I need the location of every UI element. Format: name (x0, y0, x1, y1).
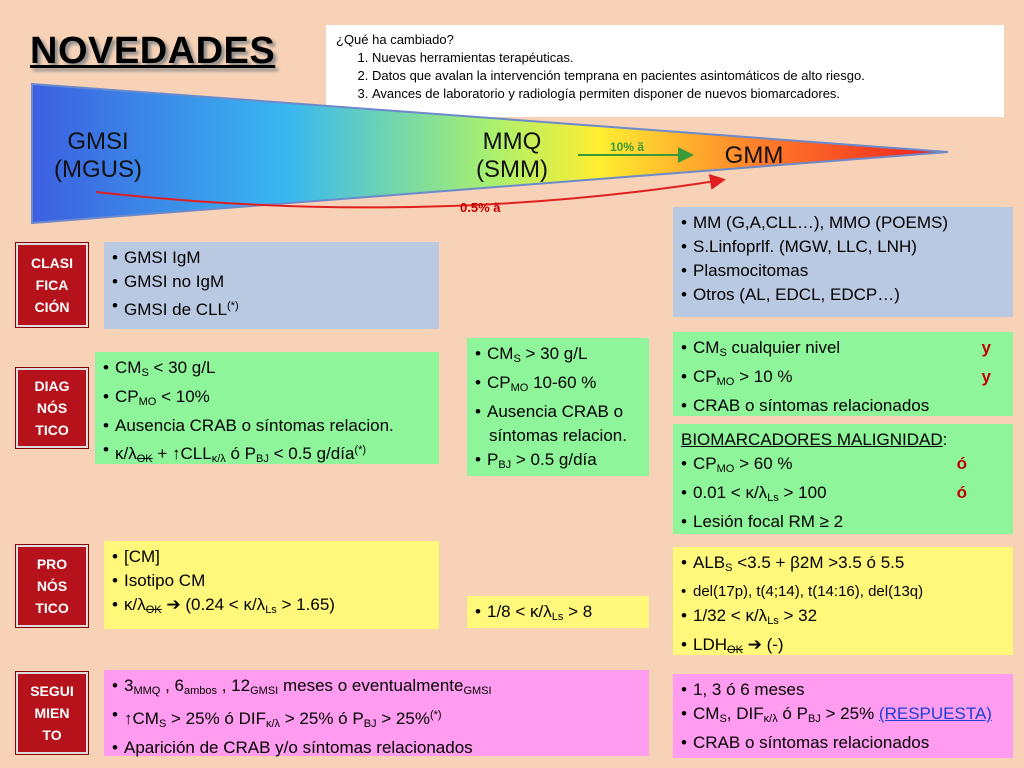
wedge-shape (31, 82, 949, 225)
list-item: CMS, DIFκ/λ ó PBJ > 25% (RESPUESTA) (681, 702, 1005, 731)
list-item: κ/λOK + ↑CLLκ/λ ó PBJ < 0.5 g/día(*) (103, 438, 431, 471)
list-item: GMSI no IgM (112, 270, 431, 294)
list-item: S.Linfoprlf. (MGW, LLC, LNH) (681, 235, 1005, 259)
biomarcadores-heading: BIOMARCADORES MALIGNIDAD: (681, 430, 948, 449)
stage-mmq: MMQ (SMM) (462, 128, 562, 184)
list-item: MM (G,A,CLL…), MMO (POEMS) (681, 211, 1005, 235)
biomarcadores-box: BIOMARCADORES MALIGNIDAD: CPMO > 60 %ó 0… (673, 424, 1013, 534)
diagnostico-gmsi-box: CMS < 30 g/L CPMO < 10% Ausencia CRAB o … (95, 352, 439, 465)
list-item: Plasmocitomas (681, 259, 1005, 283)
changes-item: Nuevas herramientas terapéuticas. (372, 49, 994, 67)
changes-item: Datos que avalan la intervención tempran… (372, 67, 994, 85)
list-item: GMSI de CLL(*) (112, 294, 431, 322)
list-item: CPMO 10-60 % (475, 371, 641, 400)
list-item: ↑CMS > 25% ó DIFκ/λ > 25% ó PBJ > 25%(*) (112, 703, 641, 736)
changes-heading: ¿Qué ha cambiado? (336, 32, 454, 47)
clasificacion-gmm-box: MM (G,A,CLL…), MMO (POEMS) S.Linfoprlf. … (673, 207, 1013, 317)
list-item: 1/32 < κ/λLs > 32 (681, 604, 1005, 633)
list-item: CMS > 30 g/L (475, 342, 641, 371)
stage-mmq-label: MMQ (482, 128, 542, 155)
list-item: Otros (AL, EDCL, EDCP…) (681, 283, 1005, 307)
stage-gmsi-sub: (MGUS) (54, 156, 142, 183)
list-item: Isotipo CM (112, 569, 431, 593)
seguimiento-gmsi-box: 3MMQ , 6ambos , 12GMSI meses o eventualm… (104, 670, 649, 760)
respuesta-link[interactable]: (RESPUESTA) (878, 704, 992, 723)
changes-list: Nuevas herramientas terapéuticas. Datos … (336, 49, 994, 103)
list-item: 1/8 < κ/λLs > 8 (475, 600, 641, 629)
changes-item: Avances de laboratorio y radiología perm… (372, 85, 994, 103)
stage-gmm: GMM (724, 142, 784, 169)
diagnostico-mmq-box: CMS > 30 g/L CPMO 10-60 % Ausencia CRAB … (467, 338, 649, 476)
list-item: κ/λOK ➔ (0.24 < κ/λLs > 1.65) (112, 593, 431, 622)
arrow-label-half: 0.5% ã (460, 200, 501, 215)
list-item: CRAB o síntomas relacionados (681, 731, 1005, 755)
page-title: NOVEDADES (30, 30, 276, 72)
stage-gmsi: GMSI (MGUS) (48, 128, 148, 184)
stage-mmq-sub: (SMM) (476, 156, 548, 183)
list-item: GMSI IgM (112, 246, 431, 270)
arrow-gmsi-gmm (95, 173, 726, 209)
seguimiento-gmm-box: 1, 3 ó 6 meses CMS, DIFκ/λ ó PBJ > 25% (… (673, 674, 1013, 758)
pronostico-mmq-box: 1/8 < κ/λLs > 8 (467, 596, 649, 628)
arrow-label-10: 10% ã (610, 140, 645, 154)
pronostico-gmsi-box: [CM] Isotipo CM κ/λOK ➔ (0.24 < κ/λLs > … (104, 541, 439, 629)
list-item: Ausencia CRAB o síntomas relacion. (103, 414, 431, 438)
pronostico-gmm-box: ALBS <3.5 + β2M >3.5 ó 5.5 del(17p), t(4… (673, 547, 1013, 657)
list-item: Lesión focal RM ≥ 2 (681, 510, 1005, 534)
list-item: CPMO < 10% (103, 385, 431, 414)
list-item: CPMO > 10 %y (681, 365, 1005, 394)
progression-wedge (31, 82, 949, 225)
list-item: CPMO > 60 %ó (681, 452, 1005, 481)
list-item: PBJ > 0.5 g/día (475, 448, 641, 477)
list-item: 1, 3 ó 6 meses (681, 678, 1005, 702)
list-item: ALBS <3.5 + β2M >3.5 ó 5.5 (681, 551, 1005, 580)
list-item: LDHOK ➔ (-) (681, 633, 1005, 662)
clasificacion-gmsi-box: GMSI IgM GMSI no IgM GMSI de CLL(*) (104, 242, 439, 329)
list-item: CRAB o síntomas relacionados (681, 394, 1005, 418)
list-item: CMS < 30 g/L (103, 356, 431, 385)
list-item: del(17p), t(4;14), t(14:16), del(13q) (681, 580, 1005, 604)
stage-gmsi-label: GMSI (67, 128, 129, 155)
changes-box: ¿Qué ha cambiado? Nuevas herramientas te… (326, 25, 1004, 117)
list-item: 3MMQ , 6ambos , 12GMSI meses o eventualm… (112, 674, 641, 703)
list-item: [CM] (112, 545, 431, 569)
list-item: Aparición de CRAB y/o síntomas relaciona… (112, 736, 641, 760)
